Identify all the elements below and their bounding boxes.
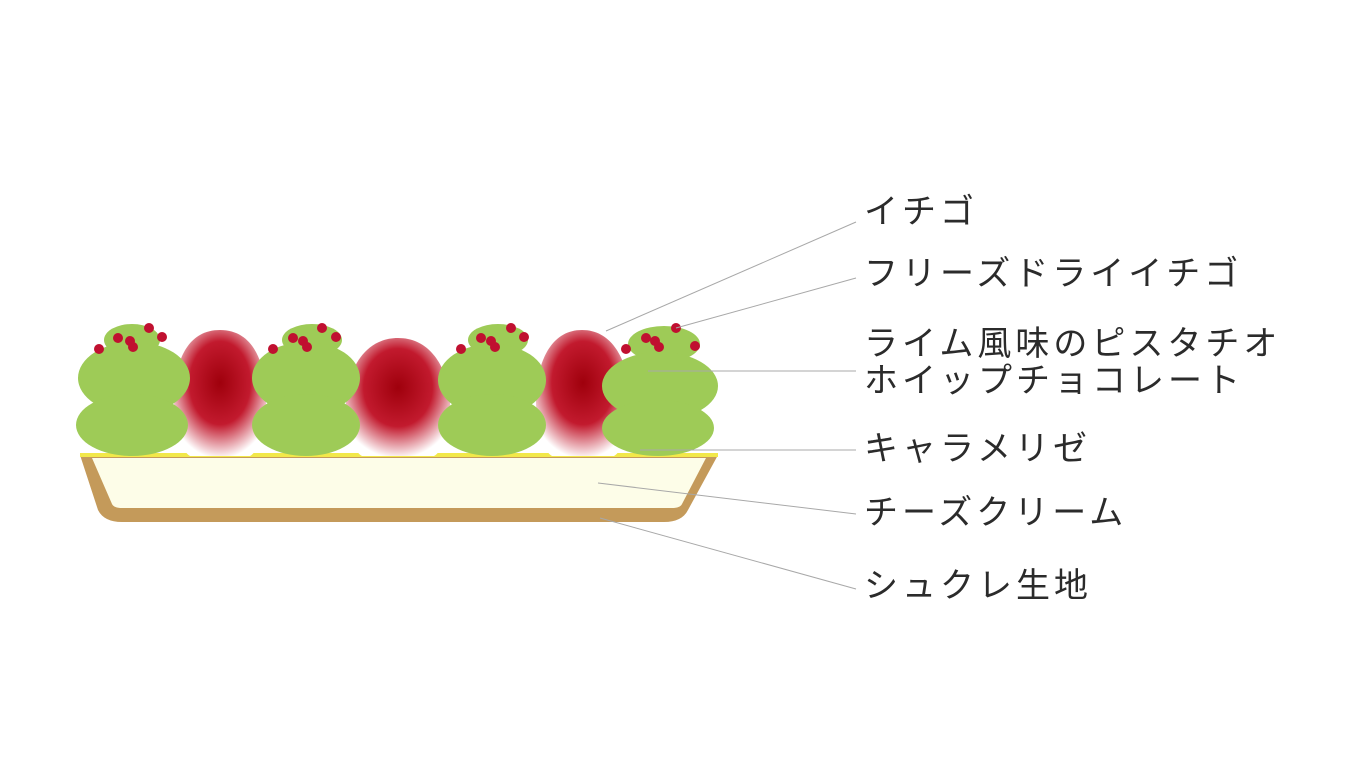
strawberry-1 bbox=[174, 330, 266, 456]
label-sucre-dough: シュクレ生地 bbox=[864, 566, 1092, 606]
pistachio-cream-3 bbox=[438, 324, 546, 456]
label-pistachio-cream-line2: ホイップチョコレート bbox=[864, 361, 1244, 401]
leader-line-sucre-dough bbox=[599, 517, 857, 590]
label-freeze-dried-strawberry: フリーズドライイチゴ bbox=[864, 254, 1243, 294]
leader-line-strawberry bbox=[605, 221, 857, 332]
pistachio-cream-1 bbox=[76, 324, 190, 456]
pistachio-cream-2 bbox=[252, 324, 360, 456]
strawberry-2 bbox=[346, 338, 450, 456]
label-caramelize: キャラメリゼ bbox=[864, 429, 1091, 469]
leader-line-freeze-dried bbox=[675, 277, 857, 329]
pistachio-cream-4 bbox=[602, 326, 718, 456]
freeze-dried-strawberry-pieces bbox=[94, 323, 700, 354]
label-pistachio-cream-line1: ライム風味のピスタチオ bbox=[864, 324, 1282, 364]
label-strawberry: イチゴ bbox=[864, 192, 978, 232]
leader-line-cheese-cream bbox=[597, 482, 857, 515]
label-cheese-cream: チーズクリーム bbox=[864, 493, 1128, 533]
cheese-cream-layer bbox=[92, 458, 706, 508]
